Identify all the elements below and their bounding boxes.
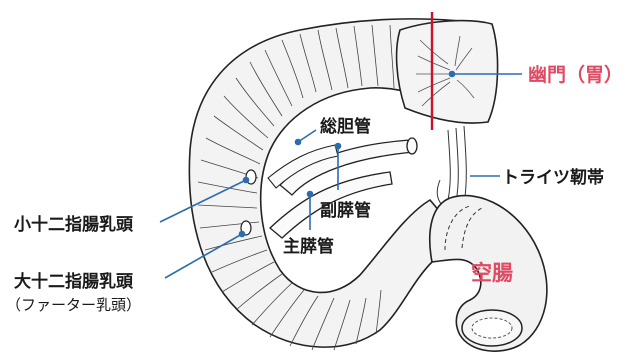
major-papilla-leader-dot (240, 232, 245, 237)
label-minor-papilla: 小十二指腸乳頭 (14, 214, 134, 235)
label-main-pancreatic-duct: 主膵管 (283, 236, 334, 257)
jejunum-lumen (472, 318, 512, 338)
label-treitz-ligament: トライツ靭帯 (502, 167, 604, 188)
main-duct-leader-dot (308, 192, 313, 197)
stomach-pylorus-segment (397, 21, 498, 123)
label-major-papilla-alt: （ファーター乳頭） (6, 296, 141, 314)
bile-duct-opening (407, 138, 417, 154)
treitz-ligament-fibres (437, 126, 466, 205)
label-major-papilla: 大十二指腸乳頭 (14, 271, 134, 292)
label-common-bile-duct: 総胆管 (320, 116, 371, 137)
label-jejunum: 空腸 (471, 261, 513, 285)
pylorus-leader-dot (450, 72, 455, 77)
label-accessory-pancreatic-duct: 副膵管 (320, 200, 371, 221)
accessory-duct-leader-dot (336, 144, 341, 149)
minor-papilla-leader-dot (244, 178, 249, 183)
label-pylorus: 幽門（胃） (528, 63, 623, 86)
bile-duct-leader-dot (296, 140, 301, 145)
